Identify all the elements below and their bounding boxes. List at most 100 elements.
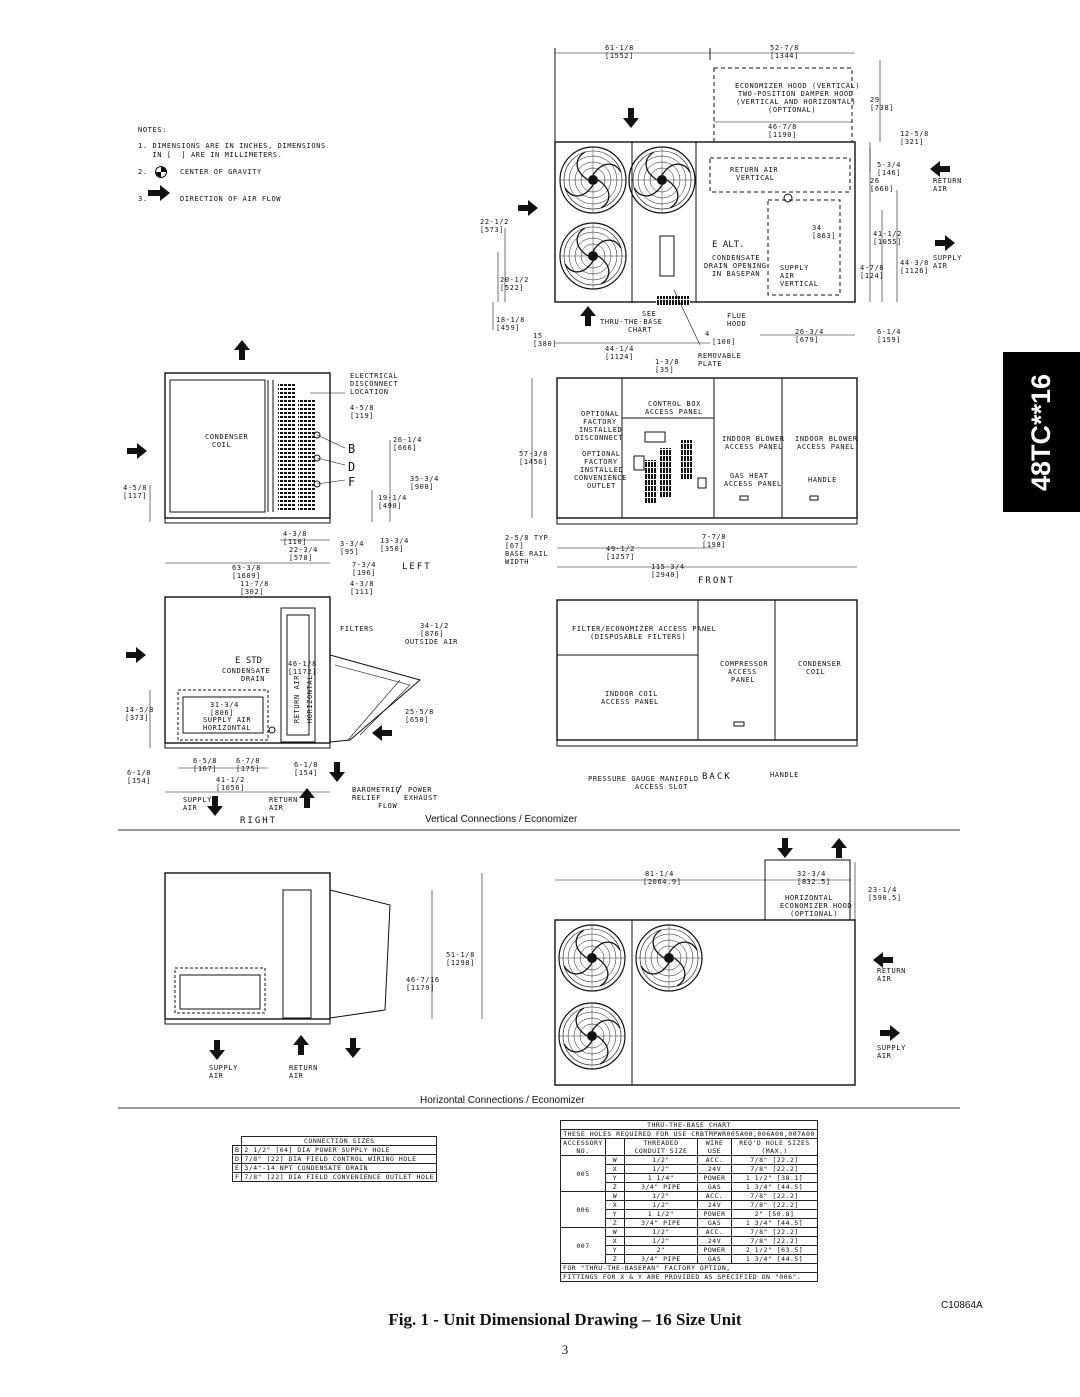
dim-label-mm: [167]	[193, 765, 218, 773]
supply-air-side-label: SUPPLY	[933, 254, 962, 262]
note-1a: 1. DIMENSIONS ARE IN INCHES, DIMENSIONS	[138, 142, 326, 150]
supply-air-label: SUPPLY	[209, 1064, 238, 1072]
see-label: CHART	[628, 326, 653, 334]
e-std-label: E STD	[235, 656, 263, 666]
optional-disconnect-label: INSTALLED	[579, 426, 623, 434]
dim-label-mm: [111]	[350, 588, 375, 596]
page-number: 3	[561, 1342, 569, 1357]
return-air-horizontal-label: RETURN AIR	[293, 674, 302, 724]
supply-air-label: SUPPLY	[877, 1044, 906, 1052]
dim-label-mm: [100]	[712, 338, 737, 346]
dim-label-mm: [35]	[655, 366, 675, 374]
optional-disconnect-label: OPTIONAL	[581, 410, 620, 418]
dim-label: 3-3/4	[340, 540, 365, 548]
note-2: CENTER OF GRAVITY	[180, 168, 262, 176]
dim-label-mm: [908]	[410, 483, 435, 491]
connection-sizes-header: CONNECTION SIZES	[241, 1136, 438, 1146]
condensate-label: DRAIN OPENING	[704, 262, 767, 270]
dim-label-mm: [154]	[294, 769, 319, 777]
dim-label-mm: [459]	[496, 324, 521, 332]
dim-label: 1-3/8	[655, 358, 680, 366]
thru-base-subtitle: THESE HOLES REQUIRED FOR USE CRBTMPWR005…	[560, 1129, 818, 1139]
dim-label: 26-1/4	[393, 436, 422, 444]
top-view-drawing	[492, 48, 898, 346]
hood-label: ECONOMIZER HOOD (VERTICAL)	[735, 82, 861, 90]
supply-air-label: AIR	[877, 1052, 892, 1060]
filters-label: FILTERS	[340, 625, 374, 633]
flue-hood-label: FLUE	[727, 312, 747, 320]
optional-disconnect-label: FACTORY	[583, 418, 617, 426]
supply-air-label: SUPPLY	[183, 796, 212, 804]
dim-label-mm: [350]	[380, 545, 405, 553]
dim-label-mm: [159]	[877, 336, 902, 344]
dim-label: 35-3/4	[410, 475, 439, 483]
electrical-label: DISCONNECT	[350, 380, 399, 388]
pressure-gauge-label: ACCESS SLOT	[635, 783, 688, 791]
dim-label-mm: [590.5]	[868, 894, 902, 902]
thru-the-base-table: THRU-THE-BASE CHART THESE HOLES REQUIRED…	[560, 1120, 818, 1282]
dim-label-mm: [490]	[378, 502, 403, 510]
compressor-label: COMPRESSOR	[720, 660, 769, 668]
dim-label-mm: [1257]	[606, 553, 635, 561]
compressor-label: PANEL	[731, 676, 756, 684]
control-box-label: CONTROL BOX	[648, 400, 701, 408]
center-of-gravity-icon	[155, 166, 167, 178]
electrical-label: ELECTRICAL	[350, 372, 399, 380]
dim-label: 44-1/4	[605, 345, 634, 353]
horizontal-hood-label: ECONOMIZER HOOD	[780, 902, 853, 910]
dim-label-mm: [876]	[420, 630, 445, 638]
filter-panel-label: (DISPOSABLE FILTERS)	[590, 633, 687, 641]
dim-label: 41-1/2	[873, 230, 902, 238]
dim-label: 4-3/8	[350, 580, 375, 588]
dim-label: 14-5/8	[125, 706, 154, 714]
dim-label: 19-1/4	[378, 494, 407, 502]
compressor-label: ACCESS	[728, 668, 757, 676]
return-air-label: VERTICAL	[736, 174, 775, 182]
condensate-drain-label: CONDENSATE	[222, 667, 271, 675]
dim-label: 41-1/2	[216, 776, 245, 784]
section-tab-label: 48TC**16	[1026, 373, 1057, 491]
dim-label-mm: [1298]	[446, 959, 475, 967]
dim-label-mm: [806]	[210, 709, 235, 717]
barometric-label: BAROMETRIC	[352, 786, 401, 794]
supply-air-label: AIR	[183, 804, 198, 812]
removable-plate-label: REMOVABLE	[698, 352, 742, 360]
supply-air-horizontal-label: SUPPLY AIR	[203, 716, 252, 724]
thru-base-footnote: FOR "THRU-THE-BASEPAN" FACTORY OPTION,	[560, 1263, 818, 1273]
power-exhaust-label: EXHAUST	[404, 794, 438, 802]
dim-label: 4-7/8	[860, 264, 885, 272]
dim-label-mm: [1126]	[900, 267, 929, 275]
connection-b-label: B	[348, 442, 356, 456]
dim-label: 20-1/2	[500, 276, 529, 284]
optional-outlet-label: OPTIONAL	[582, 450, 621, 458]
dim-label-mm: [124]	[860, 272, 885, 280]
dim-label-mm: [154]	[127, 777, 152, 785]
dim-label: 4-5/8	[350, 404, 375, 412]
dim-label: 46-1/8	[288, 660, 317, 668]
note-2-num: 2.	[138, 168, 148, 176]
removable-plate-label: PLATE	[698, 360, 723, 368]
dim-label: 46-7/16	[406, 976, 440, 984]
left-view-title: LEFT	[402, 562, 432, 572]
dim-label-mm: [679]	[795, 336, 820, 344]
horizontal-connections-caption: Horizontal Connections / Economizer	[420, 1095, 585, 1106]
figure-id: C10864A	[941, 1300, 983, 1311]
dim-label-mm: [1552]	[605, 52, 634, 60]
dim-label-mm: [373]	[125, 714, 150, 722]
see-label: THRU-THE-BASE	[600, 318, 663, 326]
return-air-label: RETURN	[289, 1064, 318, 1072]
dim-label-mm: [119]	[350, 412, 375, 420]
right-view-title: RIGHT	[240, 816, 278, 826]
vertical-connections-caption: Vertical Connections / Economizer	[425, 814, 578, 825]
hood-label: (VERTICAL AND HORIZONTAL)	[736, 98, 857, 106]
condensate-drain-label: DRAIN	[241, 675, 266, 683]
horizontal-top-drawing	[554, 859, 856, 1086]
barometric-label: RELIEF	[352, 794, 381, 802]
dim-label: 32-3/4	[797, 870, 826, 878]
dim-label: 34-1/2	[420, 622, 449, 630]
dim-label: 6-5/8	[193, 757, 218, 765]
dim-label-mm: [1056]	[216, 784, 245, 792]
